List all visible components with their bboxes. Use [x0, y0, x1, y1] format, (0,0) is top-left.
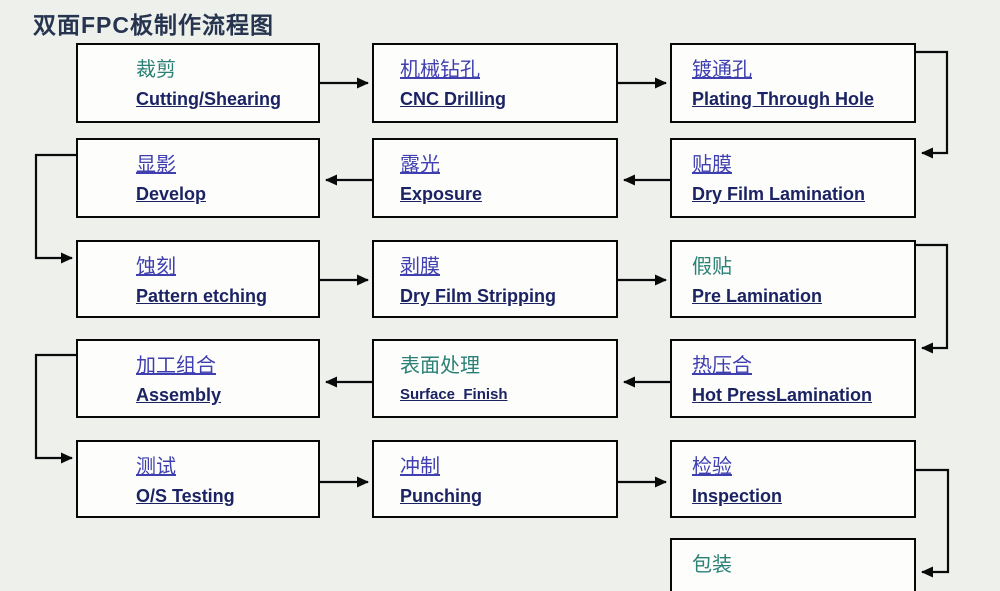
box-en-label: Inspection [692, 486, 783, 506]
flow-box-hot-press-lamination: 热压合 Hot PressLamination [670, 339, 916, 418]
box-cn-label: 剥膜 [400, 256, 440, 278]
flow-box-dry-film-lamination: 贴膜 Dry Film Lamination [670, 138, 916, 218]
box-en-label: Hot PressLamination [692, 385, 873, 405]
flow-box-inspection: 检验 Inspection [670, 440, 916, 518]
flow-box-develop: 显影 Develop [76, 138, 320, 218]
box-cn-label: 加工组合 [136, 355, 216, 377]
box-cn-label: 机械钻孔 [400, 59, 480, 81]
box-en-label: O/S Testing [136, 486, 235, 506]
box-en-label: Cutting/Shearing [136, 89, 281, 109]
box-en-label: Pattern etching [136, 286, 268, 306]
box-cn-label: 假贴 [692, 256, 732, 278]
box-cn-label: 露光 [400, 154, 440, 176]
flow-box-exposure: 露光 Exposure [372, 138, 618, 218]
flow-box-dry-film-stripping: 剥膜 Dry Film Stripping [372, 240, 618, 318]
box-en-label: Develop [136, 184, 207, 204]
flow-box-assembly: 加工组合 Assembly [76, 339, 320, 418]
box-cn-label: 检验 [692, 456, 732, 478]
flow-box-os-testing: 测试 O/S Testing [76, 440, 320, 518]
box-en-label: Exposure [400, 184, 483, 204]
flow-box-surface-finish: 表面处理 Surface Finish [372, 339, 618, 418]
box-en-label: Plating Through Hole [692, 89, 874, 109]
flow-box-cutting: 裁剪 Cutting/Shearing [76, 43, 320, 123]
box-cn-label: 包装 [692, 554, 732, 576]
box-cn-label: 冲制 [400, 456, 440, 478]
box-cn-label: 热压合 [692, 355, 752, 377]
flow-box-pattern-etching: 蚀刻 Pattern etching [76, 240, 320, 318]
box-cn-label: 镀通孔 [692, 59, 752, 81]
flow-box-packing: 包装 [670, 538, 916, 591]
box-en-label: Dry Film Stripping [400, 286, 557, 306]
box-cn-label: 测试 [136, 456, 176, 478]
box-en-label: Dry Film Lamination [692, 184, 866, 204]
box-cn-label: 裁剪 [136, 59, 176, 81]
box-en-label: Assembly [136, 385, 222, 405]
box-en-label: Punching [400, 486, 482, 506]
box-en-label: Surface Finish [400, 386, 508, 403]
flow-box-pre-lamination: 假贴 Pre Lamination [670, 240, 916, 318]
flow-box-plating-through-hole: 镀通孔 Plating Through Hole [670, 43, 916, 123]
box-cn-label: 蚀刻 [136, 256, 176, 278]
flow-box-punching: 冲制 Punching [372, 440, 618, 518]
box-en-label: CNC Drilling [400, 89, 506, 109]
page-title: 双面FPC板制作流程图 [33, 12, 274, 38]
box-cn-label: 显影 [136, 154, 176, 176]
box-en-label: Pre Lamination [692, 286, 823, 306]
box-cn-label: 贴膜 [692, 154, 732, 176]
box-cn-label: 表面处理 [400, 355, 480, 377]
flow-box-cnc-drilling: 机械钻孔 CNC Drilling [372, 43, 618, 123]
